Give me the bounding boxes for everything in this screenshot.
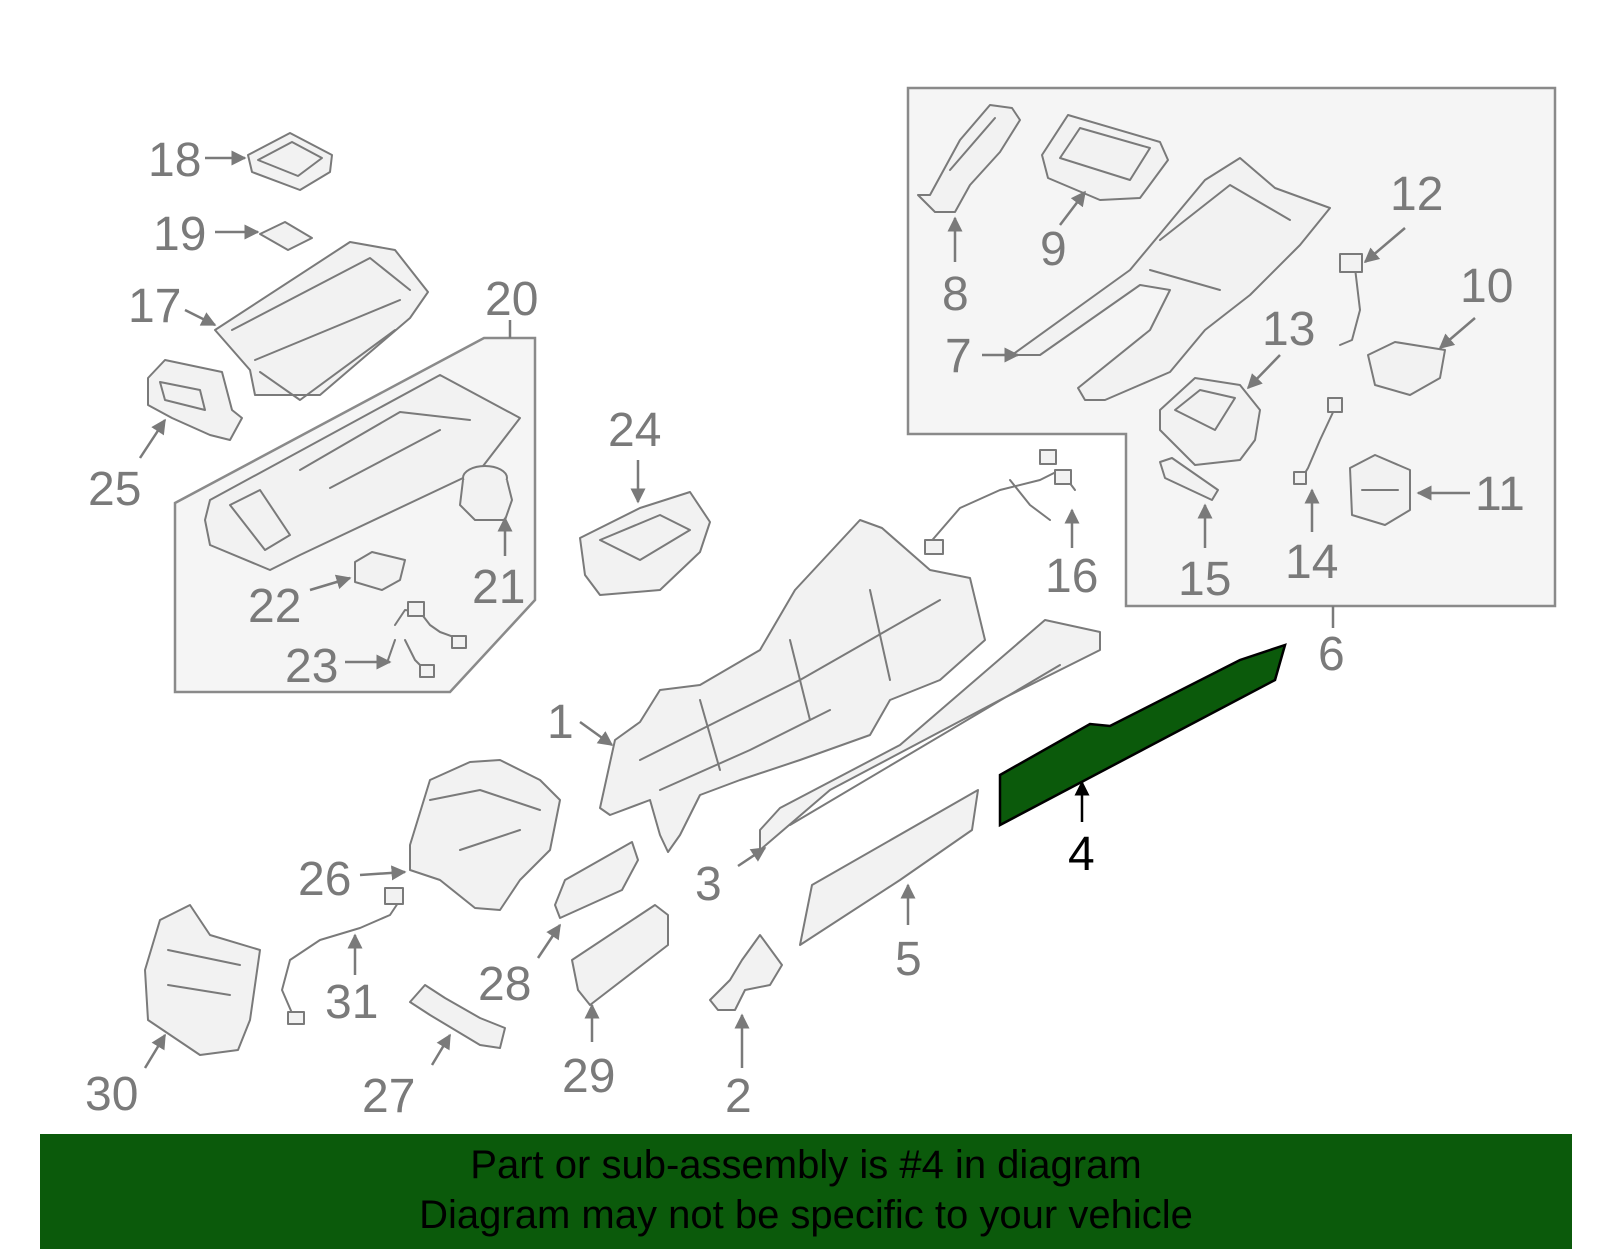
part-22-switch[interactable] [354, 551, 406, 591]
callout-25[interactable]: 25 [88, 463, 141, 516]
part-15-trim[interactable] [1159, 457, 1219, 501]
banner-line-1: Part or sub-assembly is #4 in diagram [470, 1143, 1142, 1187]
part-27-bracket[interactable] [409, 984, 506, 1049]
callout-21[interactable]: 21 [472, 561, 525, 614]
callout-11[interactable]: 11 [1475, 468, 1525, 521]
callout-31[interactable]: 31 [325, 976, 378, 1029]
part-5-side-cover[interactable] [799, 789, 979, 946]
part-4-side-panel-highlighted[interactable] [998, 643, 1287, 828]
callout-8[interactable]: 8 [942, 268, 969, 321]
part-14-cable[interactable] [1293, 397, 1343, 485]
part-8-bezel[interactable] [917, 104, 1021, 213]
callout-27[interactable]: 27 [362, 1070, 415, 1123]
part-10-socket[interactable] [1367, 341, 1446, 396]
callout-24[interactable]: 24 [608, 404, 661, 457]
callout-5[interactable]: 5 [895, 933, 922, 986]
part-30-rear-cover[interactable] [144, 904, 261, 1056]
callout-28[interactable]: 28 [478, 958, 531, 1011]
callout-30[interactable]: 30 [85, 1068, 138, 1121]
part-25-rear-vent[interactable] [147, 359, 243, 441]
callout-26[interactable]: 26 [298, 853, 351, 906]
leader-lines [138, 150, 1476, 1069]
part-29-panel[interactable] [571, 904, 669, 1006]
part-20-console-upper[interactable] [204, 374, 521, 571]
part-9-panel[interactable] [1041, 114, 1169, 201]
callout-9[interactable]: 9 [1040, 223, 1067, 276]
part-1-console-frame[interactable] [599, 519, 986, 853]
part-13-storage-tray[interactable] [1159, 377, 1261, 466]
part-26-bracket[interactable] [409, 759, 561, 911]
part-16-harness[interactable] [924, 449, 1076, 555]
callout-16[interactable]: 16 [1045, 550, 1098, 603]
callout-12[interactable]: 12 [1390, 168, 1443, 221]
callout-15[interactable]: 15 [1178, 553, 1231, 606]
callout-numbers: 18 19 17 25 20 21 22 23 24 8 9 12 10 7 1… [85, 134, 1525, 1123]
callout-23[interactable]: 23 [285, 640, 338, 693]
callout-1[interactable]: 1 [547, 696, 574, 749]
callout-13[interactable]: 13 [1262, 303, 1315, 356]
callout-20[interactable]: 20 [485, 273, 538, 326]
callout-19[interactable]: 19 [153, 208, 206, 261]
part-12-cable[interactable] [1339, 253, 1363, 346]
callout-6[interactable]: 6 [1318, 628, 1345, 681]
part-31-harness[interactable] [281, 887, 404, 1025]
callout-18[interactable]: 18 [148, 134, 201, 187]
banner-line-2: Diagram may not be specific to your vehi… [419, 1193, 1193, 1237]
part-19-pad[interactable] [259, 221, 313, 251]
callout-2[interactable]: 2 [725, 1070, 752, 1123]
callout-10[interactable]: 10 [1460, 260, 1513, 313]
part-24-cup-holder[interactable] [579, 491, 711, 596]
part-18-tray[interactable] [247, 132, 333, 191]
part-11-switch[interactable] [1349, 454, 1411, 526]
callout-3[interactable]: 3 [695, 858, 722, 911]
part-2-bracket[interactable] [709, 934, 783, 1011]
part-7-console-trim[interactable] [1011, 157, 1331, 401]
part-28-cover[interactable] [554, 841, 639, 919]
callout-14[interactable]: 14 [1285, 536, 1338, 589]
callout-29[interactable]: 29 [562, 1050, 615, 1103]
part-17-armrest-lid[interactable] [214, 241, 429, 401]
callout-7[interactable]: 7 [945, 330, 972, 383]
callout-22[interactable]: 22 [248, 580, 301, 633]
callout-4[interactable]: 4 [1068, 828, 1095, 881]
part-3-side-panel[interactable] [759, 619, 1101, 851]
info-banner: Part or sub-assembly is #4 in diagram Di… [40, 1134, 1572, 1249]
callout-17[interactable]: 17 [128, 280, 181, 333]
part-21-shift-knob[interactable] [459, 465, 513, 521]
